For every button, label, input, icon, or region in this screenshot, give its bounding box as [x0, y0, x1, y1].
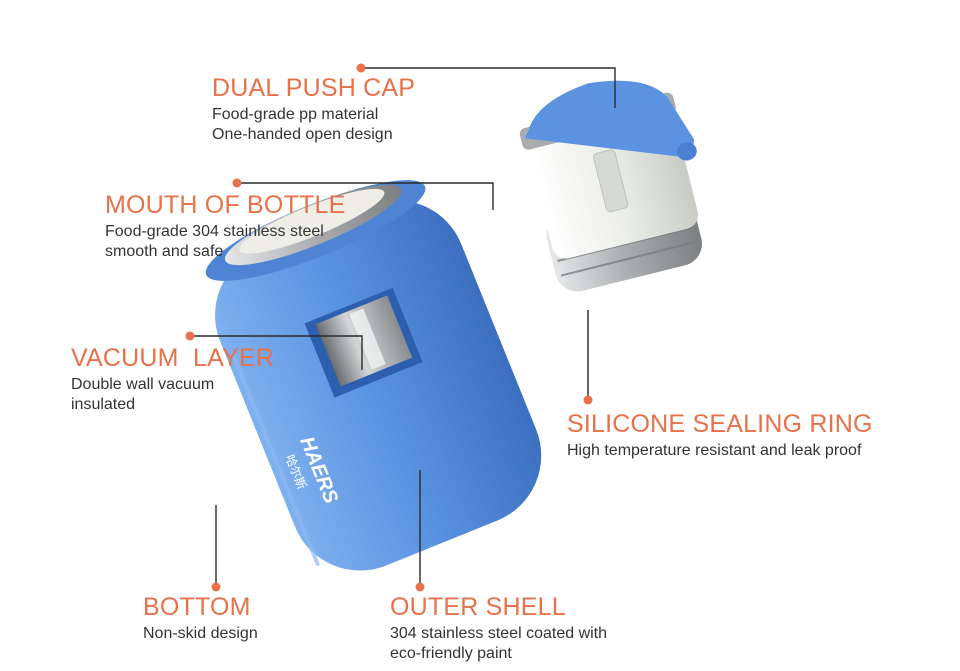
push-cap-top: [524, 80, 695, 158]
callout-lines: [185, 63, 616, 592]
callout-line-dual-push-cap: [361, 67, 616, 108]
callout-dot-vacuum: [185, 331, 195, 341]
vacuum-cutout: [304, 287, 423, 398]
feature-vacuum-layer: VACUUM LAYER Double wall vacuum insulate…: [71, 345, 274, 415]
callout-dot-dual-push-cap: [356, 63, 366, 73]
feature-dual-push-cap: DUAL PUSH CAP Food-grade pp material One…: [212, 75, 415, 145]
feature-description: Non-skid design: [143, 625, 258, 642]
feature-title: MOUTH OF BOTTLE: [105, 191, 346, 219]
feature-description: 304 stainless steel coated with: [390, 625, 608, 642]
feature-silicone-sealing-ring: SILICONE SEALING RING High temperature r…: [567, 411, 873, 461]
feature-bottom: BOTTOM Non-skid design: [143, 594, 258, 644]
feature-mouth-of-bottle: MOUTH OF BOTTLE Food-grade 304 stainless…: [105, 192, 346, 262]
feature-title: SILICONE SEALING RING: [567, 410, 873, 438]
bottle-body: [205, 180, 542, 571]
feature-title: VACUUM LAYER: [71, 344, 275, 372]
callout-dot-silicone: [583, 395, 593, 405]
callout-line-mouth: [237, 182, 494, 210]
callout-dot-mouth: [232, 178, 242, 188]
feature-description: Food-grade pp material: [212, 106, 379, 123]
feature-description: Double wall vacuum: [71, 376, 215, 393]
callout-dot-outer-shell: [415, 582, 425, 592]
bottle-mouth-inner: [239, 188, 385, 254]
feature-description: One-handed open design: [212, 126, 393, 143]
cap-assembly: [519, 80, 702, 292]
feature-title: BOTTOM: [143, 593, 251, 621]
feature-description: smooth and safe: [105, 243, 224, 260]
feature-description: eco-friendly paint: [390, 645, 512, 662]
feature-outer-shell: OUTER SHELL 304 stainless steel coated w…: [390, 594, 607, 664]
callout-line-vacuum: [190, 335, 363, 370]
feature-description: Food-grade 304 stainless steel: [105, 223, 324, 240]
feature-title: DUAL PUSH CAP: [212, 74, 416, 102]
feature-description: High temperature resistant and leak proo…: [567, 442, 862, 459]
callout-dot-bottom: [211, 582, 221, 592]
feature-description: insulated: [71, 396, 136, 413]
feature-title: OUTER SHELL: [390, 593, 566, 621]
